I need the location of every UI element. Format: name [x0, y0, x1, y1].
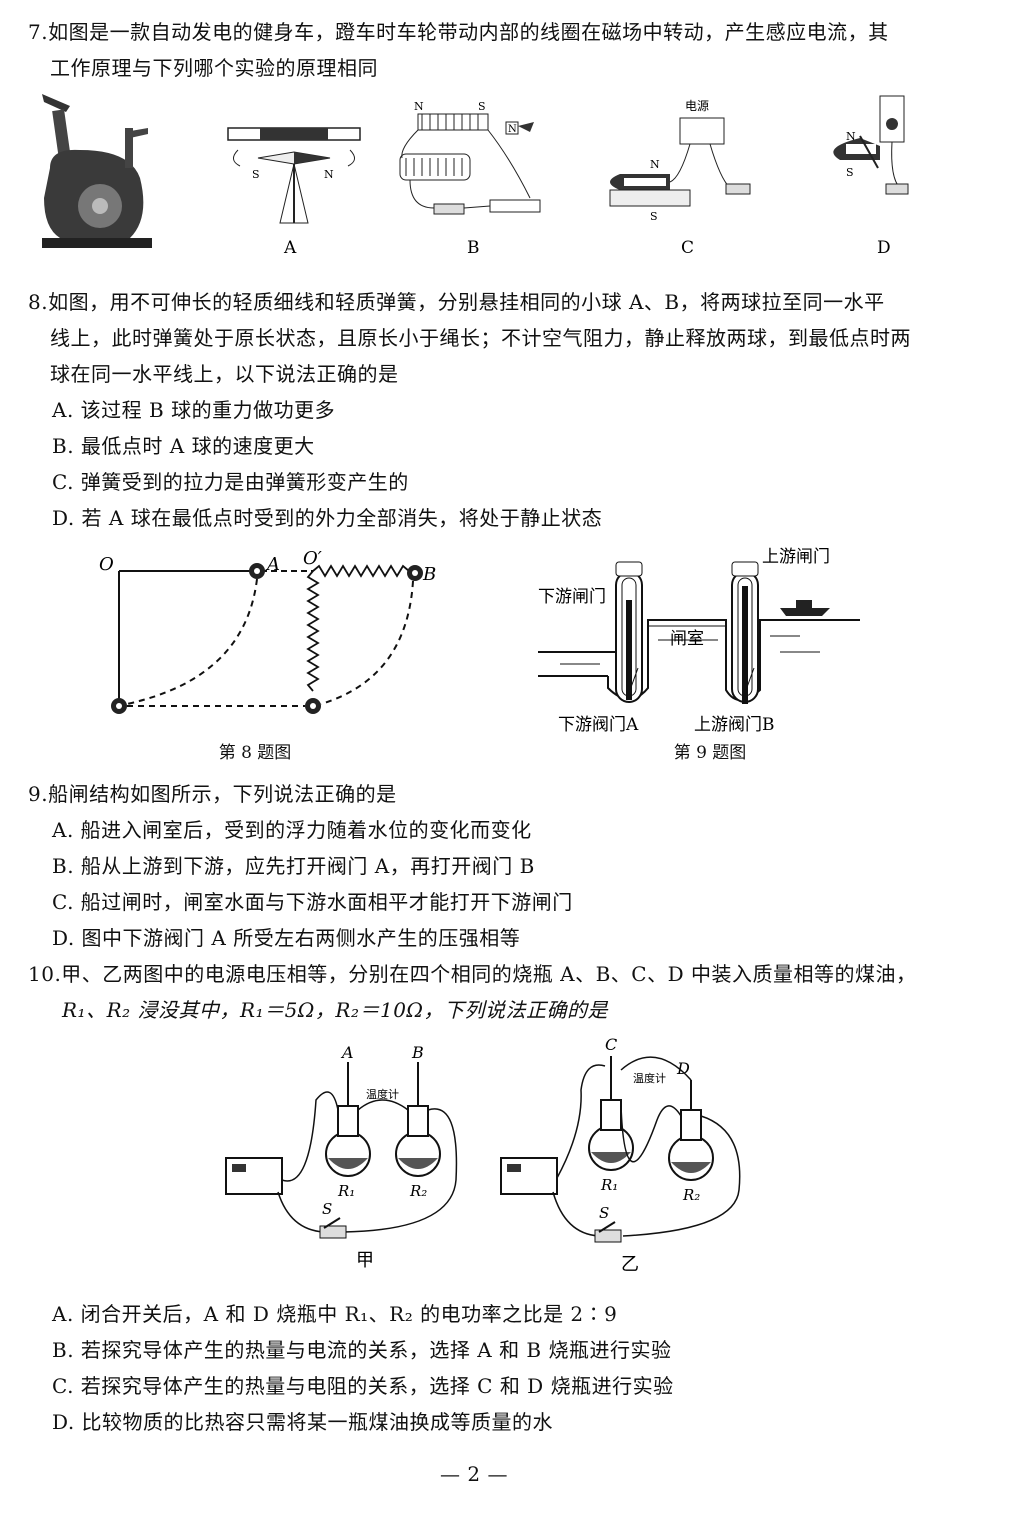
fig-d-pole-s: S: [846, 166, 854, 179]
q9-option-d: D. 图中下游阀门 A 所受左右两侧水产生的压强相等: [52, 926, 521, 950]
fig-d-pole-n: N: [846, 130, 856, 143]
q10-option-b: B. 若探究导体产生的热量与电流的关系，选择 A 和 B 烧瓶进行实验: [52, 1338, 672, 1362]
q7-stem-line2: 工作原理与下列哪个实验的原理相同: [50, 56, 378, 80]
exercise-bike-image: [42, 94, 152, 248]
q10-right-switch-s: S: [599, 1204, 609, 1222]
q8-option-d: D. 若 A 球在最低点时受到的外力全部消失，将处于静止状态: [52, 506, 603, 530]
q8-option-a: A. 该过程 B 球的重力做功更多: [52, 398, 336, 422]
fig-a-pole-n: N: [324, 168, 334, 181]
q9-option-b: B. 船从上游到下游，应先打开阀门 A，再打开阀门 B: [52, 854, 535, 878]
q10-right-thermometer: 温度计: [633, 1071, 666, 1085]
q9-caption: 第 9 题图: [673, 743, 747, 763]
q8-stem-line2: 线上，此时弹簧处于原长状态，且原长小于绳长；不计空气阻力，静止释放两球，到最低点…: [50, 326, 911, 350]
q10-figure-right: C D 温度计 R₁ R₂ S 乙: [500, 1035, 741, 1275]
q7-stem-line1: 7.如图是一款自动发电的健身车，蹬车时车轮带动内部的线圈在磁场中转动，产生感应电…: [28, 20, 889, 44]
q7-label-c: C: [681, 238, 694, 258]
fig-c-pole-n: N: [650, 158, 660, 171]
page-number: — 2 —: [440, 1462, 508, 1486]
q9-figure: 上游闸门 下游闸门 闸室 下游阀门A 上游阀门B: [538, 547, 860, 735]
q10-stem-line1: 10.甲、乙两图中的电源电压相等，分别在四个相同的烧瓶 A、B、C、D 中装入质…: [28, 962, 917, 986]
q10-option-a: A. 闭合开关后，A 和 D 烧瓶中 R₁、R₂ 的电功率之比是 2∶9: [52, 1302, 618, 1326]
q10-left-label-a: A: [340, 1043, 354, 1062]
q10-right-r2: R₂: [682, 1186, 700, 1204]
q8-caption: 第 8 题图: [218, 743, 292, 763]
q10-left-r1: R₁: [337, 1182, 355, 1200]
q10-left-caption: 甲: [356, 1250, 374, 1270]
q10-right-label-c: C: [605, 1035, 617, 1054]
q7-fig-d: N S: [833, 95, 909, 195]
q10-left-switch-s: S: [322, 1200, 332, 1218]
q10-left-label-b: B: [411, 1043, 424, 1062]
q9-label-valve-b: 上游阀门B: [694, 715, 775, 735]
q8-label-b: B: [422, 564, 436, 585]
q7-label-b: B: [467, 238, 480, 258]
q10-stem-line2: R₁、R₂ 浸没其中，R₁＝5Ω，R₂＝10Ω，下列说法正确的是: [62, 998, 608, 1022]
q7-fig-b: N S N: [399, 100, 541, 215]
q8-stem-line1: 8.如图，用不可伸长的轻质细线和轻质弹簧，分别悬挂相同的小球 A、B，将两球拉至…: [28, 290, 885, 314]
q9-label-downstream-gate: 下游闸门: [538, 587, 606, 607]
fig-b-pole-n: N: [414, 100, 424, 113]
q9-stem: 9.船闸结构如图所示，下列说法正确的是: [28, 782, 397, 806]
q9-option-a: A. 船进入闸室后，受到的浮力随着水位的变化而变化: [52, 818, 532, 842]
q10-right-caption: 乙: [621, 1254, 639, 1275]
q10-option-d: D. 比较物质的比热容只需将某一瓶煤油换成等质量的水: [52, 1410, 554, 1434]
q10-right-label-d: D: [676, 1059, 690, 1078]
q8-label-o: O: [99, 554, 114, 575]
fig-a-pole-s: S: [252, 168, 260, 181]
q8-stem-line3: 球在同一水平线上，以下说法正确的是: [50, 362, 399, 386]
q10-left-r2: R₂: [409, 1182, 427, 1200]
q10-right-r1: R₁: [600, 1176, 618, 1194]
q9-label-chamber: 闸室: [670, 629, 704, 649]
q10-figure-left: A B 温度计 R₁ R₂ S 甲: [225, 1043, 458, 1270]
fig-c-pole-s: S: [650, 210, 658, 223]
fig-c-power-label: 电源: [685, 99, 709, 113]
q10-left-thermometer: 温度计: [366, 1087, 399, 1101]
q8-option-c: C. 弹簧受到的拉力是由弹簧形变产生的: [52, 470, 409, 494]
q7-label-d: D: [877, 238, 891, 258]
fig-b-needle-n: N: [508, 124, 517, 135]
q8-option-b: B. 最低点时 A 球的速度更大: [52, 434, 315, 458]
q7-fig-c: 电源 N S: [609, 99, 751, 223]
q8-label-a: A: [265, 554, 280, 575]
q9-label-upstream-gate: 上游闸门: [762, 547, 830, 567]
q7-fig-a: S N: [227, 127, 361, 224]
q8-figure: O A O′ B: [99, 548, 436, 714]
q7-figures: S N N S N 电源 N S N: [42, 94, 909, 258]
q7-label-a: A: [283, 238, 297, 258]
q9-label-valve-a: 下游阀门A: [558, 715, 639, 735]
fig-b-pole-s: S: [478, 100, 486, 113]
q8-label-o2: O′: [303, 548, 322, 569]
q9-option-c: C. 船过闸时，闸室水面与下游水面相平才能打开下游闸门: [52, 890, 573, 914]
q10-option-c: C. 若探究导体产生的热量与电阻的关系，选择 C 和 D 烧瓶进行实验: [52, 1374, 674, 1398]
